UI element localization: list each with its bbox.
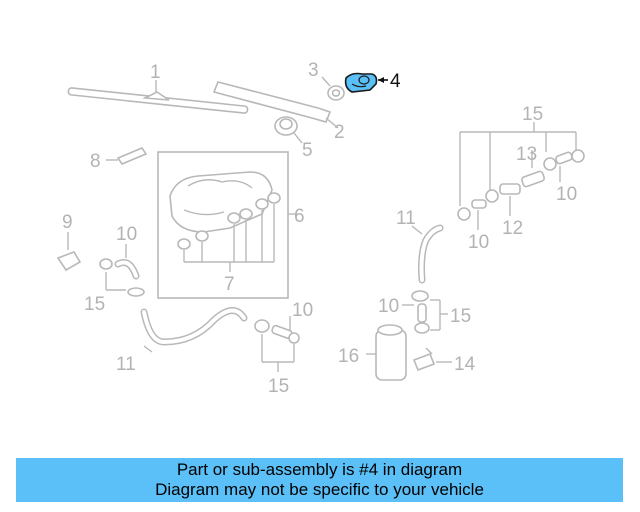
callout-15a: 15 (84, 294, 105, 315)
left-connector-group (99, 244, 145, 297)
cap-part-highlighted[interactable] (344, 72, 388, 93)
wiper-blade-part (67, 80, 249, 114)
callout-7: 7 (224, 274, 235, 295)
callout-10b: 10 (292, 300, 313, 321)
callout-1: 1 (150, 62, 161, 83)
long-hose-part (140, 307, 248, 353)
wiper-arm-part (212, 81, 339, 129)
callout-3: 3 (308, 60, 319, 81)
grommet-part (274, 116, 303, 144)
rear-hose-part (411, 224, 444, 284)
callout-8: 8 (90, 151, 101, 172)
callout-16: 16 (338, 346, 359, 367)
callout-2: 2 (334, 122, 345, 143)
callout-10a: 10 (116, 224, 137, 245)
callout-9: 9 (62, 212, 73, 233)
callout-12: 12 (502, 218, 523, 239)
callout-10d: 10 (468, 232, 489, 253)
nozzle-part (106, 147, 148, 165)
callout-4: 4 (390, 71, 401, 92)
info-banner: Part or sub-assembly is #4 in diagram Di… (16, 458, 623, 502)
callout-15d: 15 (450, 306, 471, 327)
callout-6: 6 (294, 206, 305, 227)
callout-15c: 15 (522, 104, 543, 125)
nut-part (321, 76, 345, 101)
middle-connector-group (254, 316, 300, 372)
callout-11a: 11 (116, 354, 136, 375)
callout-10e: 10 (378, 296, 399, 317)
wiper-motor-box (157, 151, 298, 299)
bolt-part (56, 232, 82, 272)
banner-line-disclaimer: Diagram may not be specific to your vehi… (155, 480, 484, 499)
callout-13: 13 (516, 144, 537, 165)
parts-diagram: 1 2 3 4 5 8 (56, 60, 585, 397)
callout-15b: 15 (268, 376, 289, 397)
rear-washer-line-group (457, 122, 585, 230)
callout-14: 14 (454, 354, 476, 375)
callout-5: 5 (302, 140, 313, 161)
banner-line-part-number: Part or sub-assembly is #4 in diagram (176, 460, 463, 479)
callout-10c: 10 (556, 184, 577, 205)
callout-11b: 11 (396, 208, 416, 229)
washer-reservoir-group (366, 290, 452, 381)
